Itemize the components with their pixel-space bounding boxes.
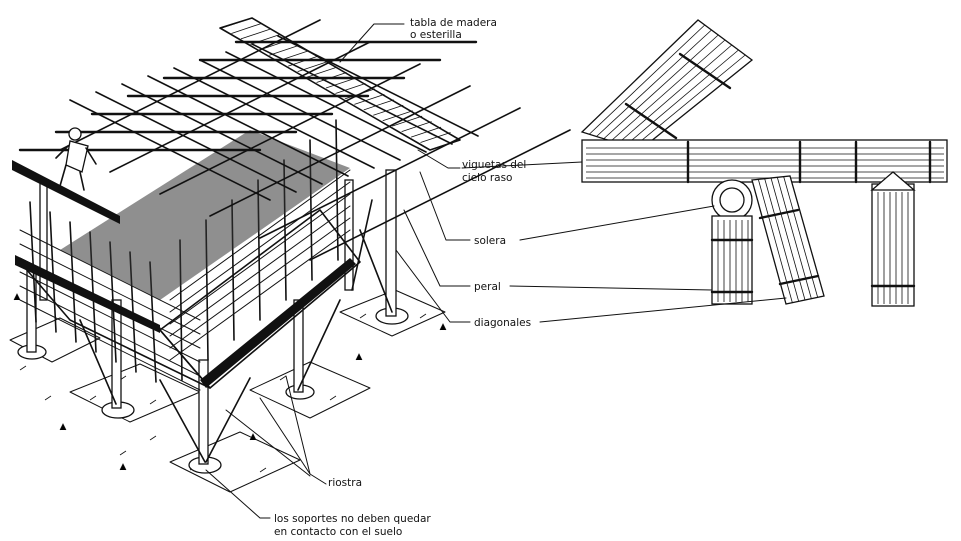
label-tabla-2: o esterilla [410,29,462,41]
right-post [870,171,916,307]
diagonal-bundle [751,175,825,305]
label-viguetas-2: cielo raso [462,172,512,184]
label-peral: peral [474,281,501,293]
ceiling-grid [18,19,571,261]
label-soportes-2: en contacto con el suelo [274,526,402,538]
diagonal-braces [79,199,393,463]
worker-figure [55,127,97,191]
label-soportes-1: los soportes no deben quedar [274,513,431,525]
grass-marks [13,293,447,471]
label-viguetas-1: viguetas del [462,159,526,171]
label-riostra: riostra [328,477,362,489]
label-solera: solera [474,235,506,247]
scaffold-structure [9,17,571,493]
leader-lines [205,23,787,519]
top-planks [219,17,461,151]
inclined-bundle [580,19,754,151]
vertical-posts [26,169,397,465]
left-rails [12,160,356,388]
label-diagonales: diagonales [474,317,531,329]
joint-detail [580,19,948,307]
label-tabla-1: tabla de madera [410,17,497,29]
solera-section [711,179,753,221]
labels: tabla de madera o esterilla viguetas del… [274,17,531,538]
peral-post [710,215,754,305]
